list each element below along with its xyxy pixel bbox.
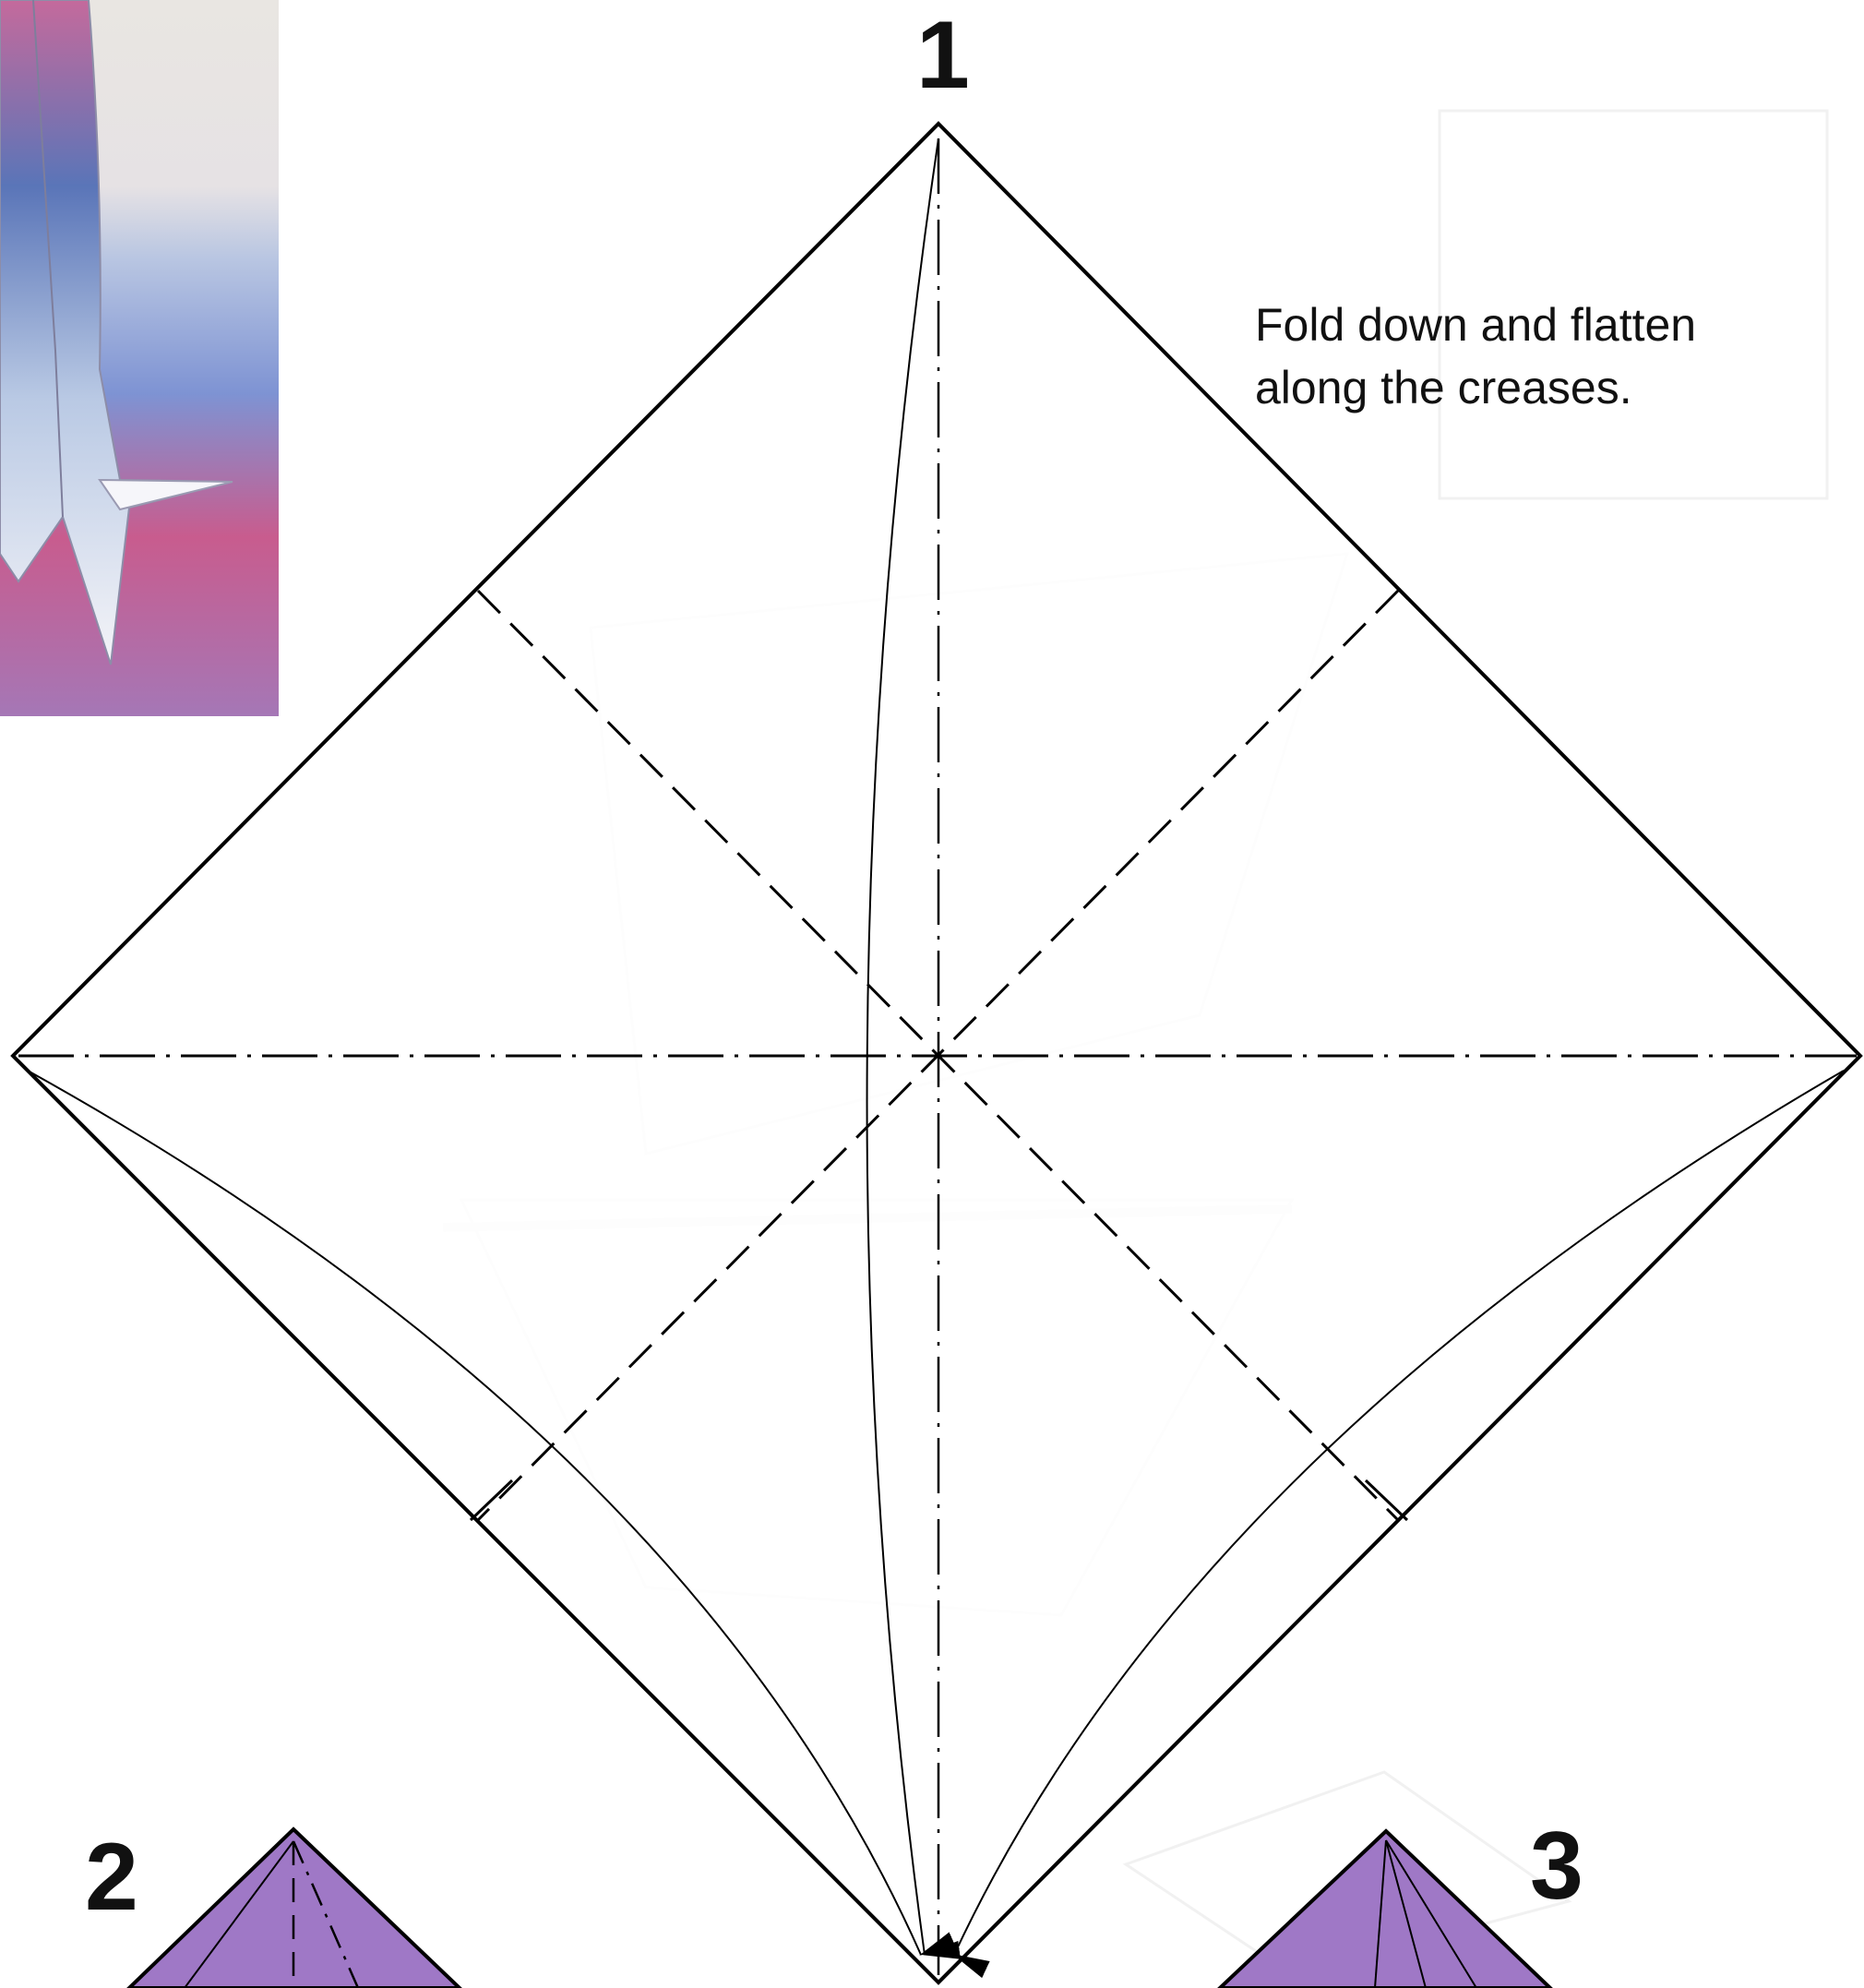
- instruction-line-2: along the creases.: [1255, 356, 1696, 419]
- step2-diagram: [129, 1829, 460, 1988]
- step-number-1: 1: [916, 7, 970, 103]
- finished-model-photo: [0, 0, 279, 716]
- step-number-2: 2: [85, 1829, 138, 1925]
- instruction-text: Fold down and flatten along the creases.: [1255, 293, 1696, 419]
- step-number-3: 3: [1530, 1818, 1583, 1914]
- instruction-line-1: Fold down and flatten: [1255, 293, 1696, 356]
